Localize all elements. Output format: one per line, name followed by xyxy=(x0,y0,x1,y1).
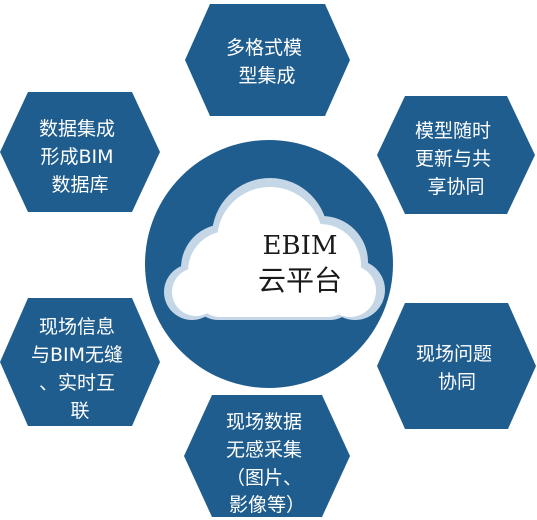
node-bottom-left-line-4: 联 xyxy=(70,400,89,422)
node-bottom-left-line-3: 、实时互 xyxy=(39,372,115,394)
cloud-icon xyxy=(172,187,376,317)
node-bottom-left-line-1: 现场信息 xyxy=(39,316,115,338)
node-bottom-right-line-1: 现场问题 xyxy=(416,343,492,365)
node-top-line-2: 型集成 xyxy=(238,65,295,87)
node-bottom-label: 现场数据 无感采集 （图片、 影像等） xyxy=(226,411,308,516)
node-top-left-line-1: 数据集成 xyxy=(39,118,115,140)
center-title: EBIM xyxy=(263,231,338,261)
node-top-right-label: 模型随时 更新与共 享协同 xyxy=(415,120,497,198)
node-top-line-1: 多格式模 xyxy=(226,37,302,59)
node-top-left-line-2: 形成BIM xyxy=(40,146,113,168)
node-bottom-right: 现场问题 协同 xyxy=(377,303,536,429)
node-bottom-line-4: 影像等） xyxy=(229,494,305,516)
node-bottom-line-2: 无感采集 xyxy=(226,439,302,461)
node-top-label: 多格式模 型集成 xyxy=(226,37,308,87)
node-top-right-line-3: 享协同 xyxy=(427,176,484,198)
node-bottom-right-label: 现场问题 协同 xyxy=(416,343,498,393)
node-top-left-label: 数据集成 形成BIM 数据库 xyxy=(39,118,121,196)
node-top-left: 数据集成 形成BIM 数据库 xyxy=(0,92,160,212)
node-bottom-hexagon xyxy=(184,395,350,517)
node-bottom-right-hexagon xyxy=(377,303,536,429)
node-bottom-right-line-2: 协同 xyxy=(438,371,476,393)
node-top-left-hexagon xyxy=(0,92,160,212)
node-bottom-left: 现场信息 与BIM无缝 、实时互 联 xyxy=(0,298,160,426)
node-bottom-left-label: 现场信息 与BIM无缝 、实时互 联 xyxy=(31,316,129,422)
node-bottom-left-line-2: 与BIM无缝 xyxy=(31,344,123,366)
node-top-right-line-1: 模型随时 xyxy=(415,120,491,142)
node-top-right: 模型随时 更新与共 享协同 xyxy=(377,96,535,214)
node-top-left-line-3: 数据库 xyxy=(51,174,108,196)
node-top: 多格式模 型集成 xyxy=(185,4,350,116)
node-bottom-line-3: （图片、 xyxy=(226,467,302,489)
node-bottom-line-1: 现场数据 xyxy=(226,411,302,433)
center-subtitle: 云平台 xyxy=(258,264,342,297)
node-bottom: 现场数据 无感采集 （图片、 影像等） xyxy=(184,395,350,517)
node-top-hexagon xyxy=(185,4,350,116)
node-bottom-left-hexagon xyxy=(0,298,160,426)
node-top-right-hexagon xyxy=(377,96,535,214)
node-top-right-line-2: 更新与共 xyxy=(415,148,491,170)
center-hub: EBIM 云平台 xyxy=(139,134,399,394)
